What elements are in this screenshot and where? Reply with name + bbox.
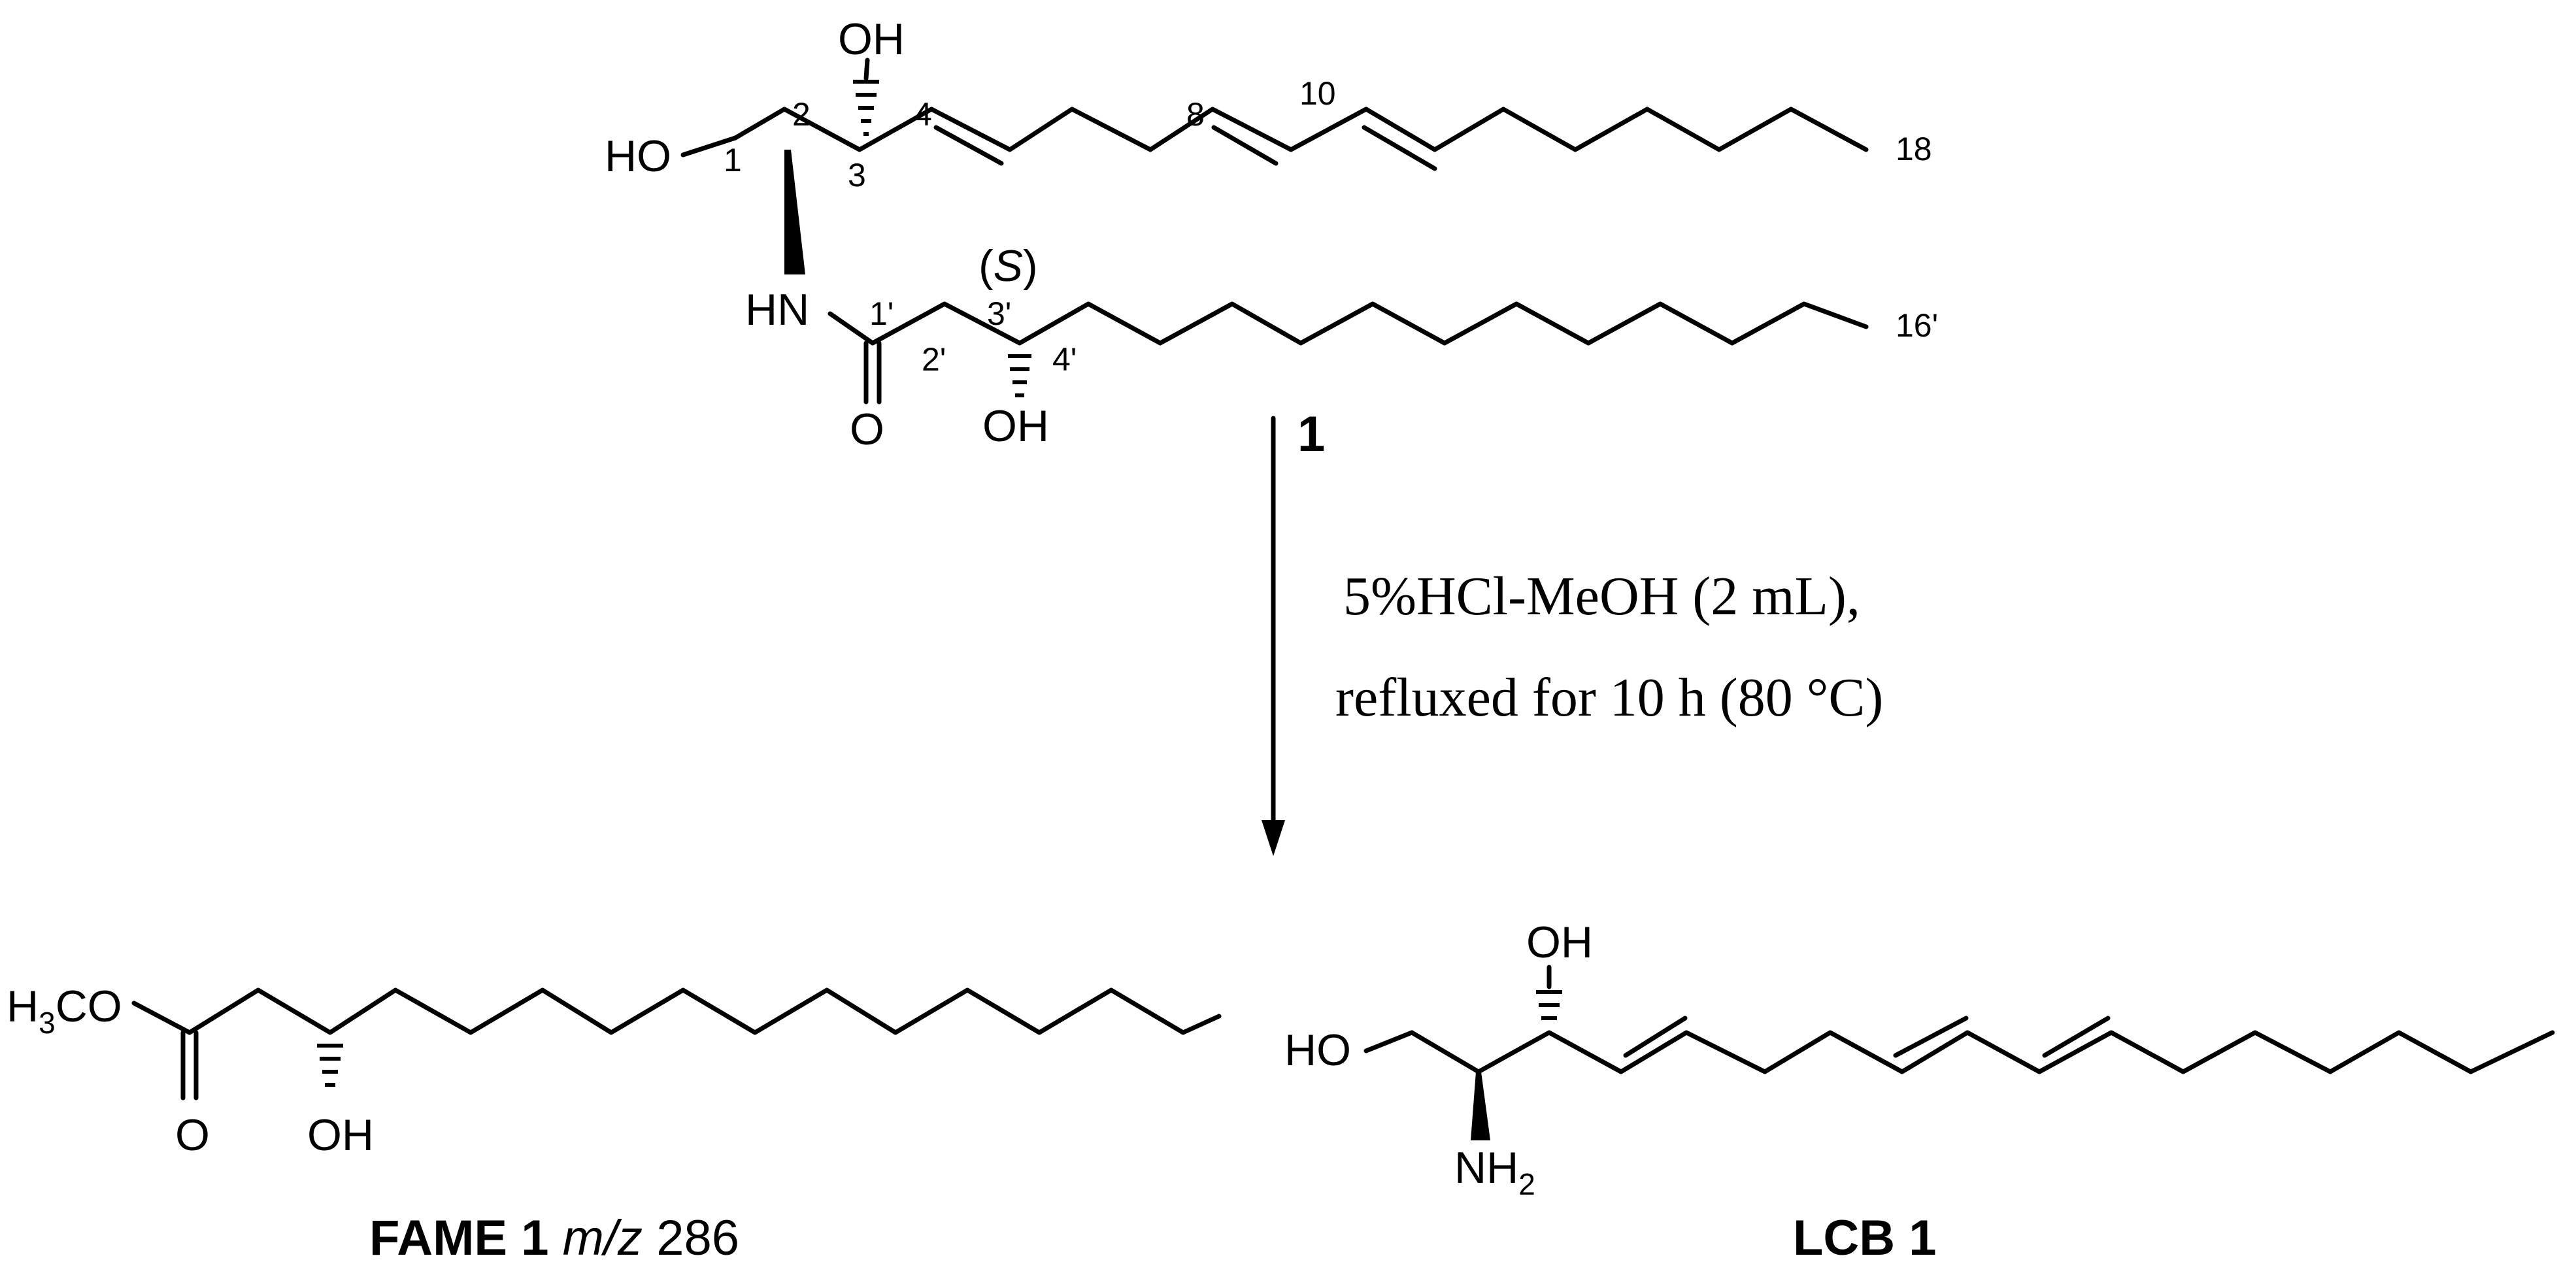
carbonyl-oxygen-label: O	[850, 405, 884, 454]
c4-c5-double-bond	[933, 125, 1004, 166]
compound-1-label: 1	[1297, 406, 1325, 462]
c3p-hydroxyl-label: OH	[982, 401, 1049, 451]
lcb-c2-n-solid-wedge	[1471, 1072, 1490, 1140]
c3-hashed-wedge	[853, 80, 879, 136]
fame-1-structure: H3CO O OH FAME 1 m/z 286	[7, 982, 1222, 1266]
locant-3p: 3'	[987, 295, 1011, 332]
c3-oh-bond	[863, 58, 870, 81]
lcb-c1-hydroxyl-label: HO	[1284, 1025, 1351, 1075]
lcb-c10-c11-double-bond	[2042, 1016, 2111, 1058]
locant-1: 1	[724, 142, 742, 178]
lcb-c1-o-bond	[1363, 1030, 1414, 1053]
reaction-condition-line-1: 5%HCl-MeOH (2 mL),	[1343, 566, 1860, 627]
c8-c9-double-bond	[1211, 125, 1279, 166]
stereo-s-descriptor: (S)	[979, 241, 1038, 291]
compound-1-structure: OH HO HN O OH (S) 1 2 3 4 8 10 18 1' 2' …	[605, 14, 1938, 462]
locant-16p: 16'	[1896, 307, 1938, 344]
fame-1-name: FAME 1	[369, 1210, 549, 1266]
lcb-1-structure: OH HO NH2 LCB 1	[1284, 918, 2555, 1266]
locant-4p: 4'	[1052, 341, 1077, 378]
locant-4: 4	[914, 96, 932, 133]
locant-2p: 2'	[922, 341, 946, 378]
lcb-c4-c5-double-bond	[1623, 1016, 1688, 1058]
fame-o-c-bond	[131, 1001, 192, 1035]
reaction-arrow	[1262, 416, 1285, 856]
fame-hydroxyl-label: OH	[307, 1110, 374, 1160]
c3p-hashed-wedge	[1008, 354, 1031, 397]
locant-18: 18	[1896, 131, 1932, 167]
locant-8: 8	[1186, 96, 1205, 133]
n-c1p-bond	[828, 311, 875, 346]
fame-methoxy-label: H3CO	[7, 982, 122, 1040]
acyl-chain-bonds	[870, 301, 1869, 346]
locant-10: 10	[1299, 75, 1336, 112]
fame-mz-symbol: m/z	[563, 1210, 643, 1266]
lcb-amine-label: NH2	[1454, 1143, 1535, 1201]
locant-2: 2	[792, 96, 811, 133]
lcb-hashed-wedge	[1536, 990, 1562, 1020]
c2-n-solid-wedge	[784, 150, 805, 274]
c1-o-bond	[680, 135, 738, 157]
c10-c11-double-bond	[1362, 125, 1437, 171]
fame-1-caption: FAME 1 m/z 286	[369, 1210, 739, 1266]
sphingoid-chain-bonds	[733, 107, 1869, 152]
fame-mass-value: 286	[656, 1210, 739, 1266]
fame-chain-bonds	[187, 987, 1222, 1035]
lcb-c8-c9-double-bond	[1893, 1016, 1969, 1058]
lcb-chain-bonds	[1409, 1030, 2555, 1074]
c3-hydroxyl-label: OH	[838, 14, 905, 64]
amide-nh-label: HN	[745, 285, 809, 335]
fame-carbonyl-oxygen-label: O	[175, 1110, 210, 1160]
locant-3: 3	[848, 157, 866, 193]
lcb-1-caption: LCB 1	[1793, 1210, 1937, 1266]
reaction-condition-line-2: refluxed for 10 h (80 °C)	[1335, 667, 1883, 728]
lcb-c3-hydroxyl-label: OH	[1526, 918, 1593, 967]
c1-hydroxyl-label: HO	[605, 131, 671, 181]
fame-hashed-wedge	[317, 1044, 343, 1087]
locant-1p: 1'	[869, 295, 894, 332]
